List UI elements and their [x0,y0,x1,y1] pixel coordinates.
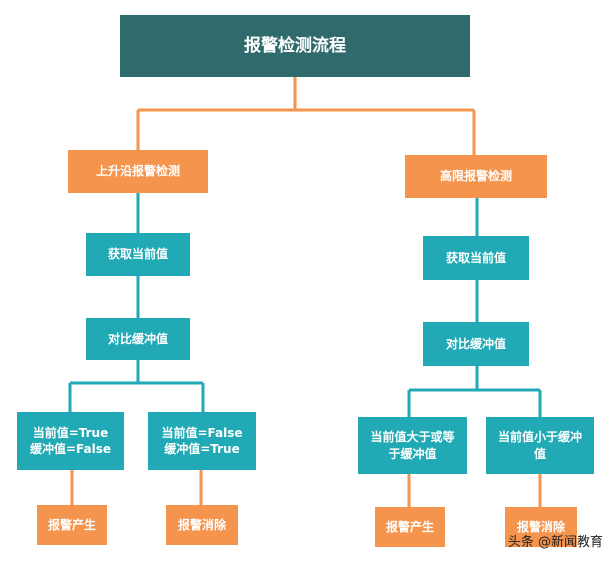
left-condition-b-box: 当前值=False 缓冲值=True [148,412,256,470]
right-result-b-box: 报警消除 [505,507,577,547]
left-compare-box: 对比缓冲值 [86,318,190,360]
watermark-text: 头条 @新闻教育 [507,535,603,550]
right-header-box: 高限报警检测 [405,155,547,198]
left-result-a-box: 报警产生 [37,505,107,545]
left-header-box: 上升沿报警检测 [68,150,208,193]
left-condition-a-box: 当前值=True 缓冲值=False [17,412,124,470]
right-get-current-box: 获取当前值 [423,236,529,280]
left-result-b-box: 报警消除 [166,505,238,545]
right-condition-a-box: 当前值大于或等 于缓冲值 [358,417,467,474]
right-compare-box: 对比缓冲值 [423,322,529,366]
right-result-a-box: 报警产生 [375,507,445,547]
diagram-title: 报警检测流程 [120,15,470,77]
right-condition-b-box: 当前值小于缓冲 值 [486,417,594,474]
left-get-current-box: 获取当前值 [86,233,190,276]
